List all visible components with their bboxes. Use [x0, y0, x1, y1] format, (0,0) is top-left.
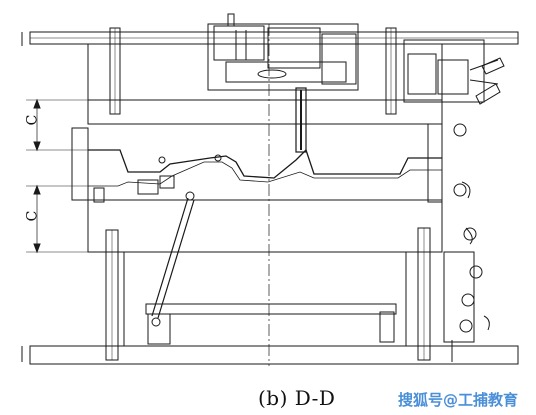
hot-runner-block [207, 13, 359, 153]
bottom-clamp-plate [29, 345, 519, 365]
part-profile [71, 127, 442, 203]
angled-lifter [151, 191, 195, 319]
figure-caption: (b) D-D [258, 386, 336, 410]
right-actuator-block [403, 39, 505, 105]
lower-mold-plate [87, 199, 443, 347]
left-guide-pin [105, 27, 121, 361]
watermark-text: 搜狐号@工捕教育 [398, 391, 519, 409]
dimension-label-upper: C [24, 114, 41, 126]
dimension-label-lower: C [24, 210, 41, 222]
right-guide-pin [385, 27, 431, 361]
top-clamp-plate [29, 31, 519, 45]
ejector-rail [145, 303, 397, 345]
right-fittings [427, 123, 490, 362]
dimension-lines [26, 98, 88, 254]
upper-mold-plate [87, 43, 443, 125]
